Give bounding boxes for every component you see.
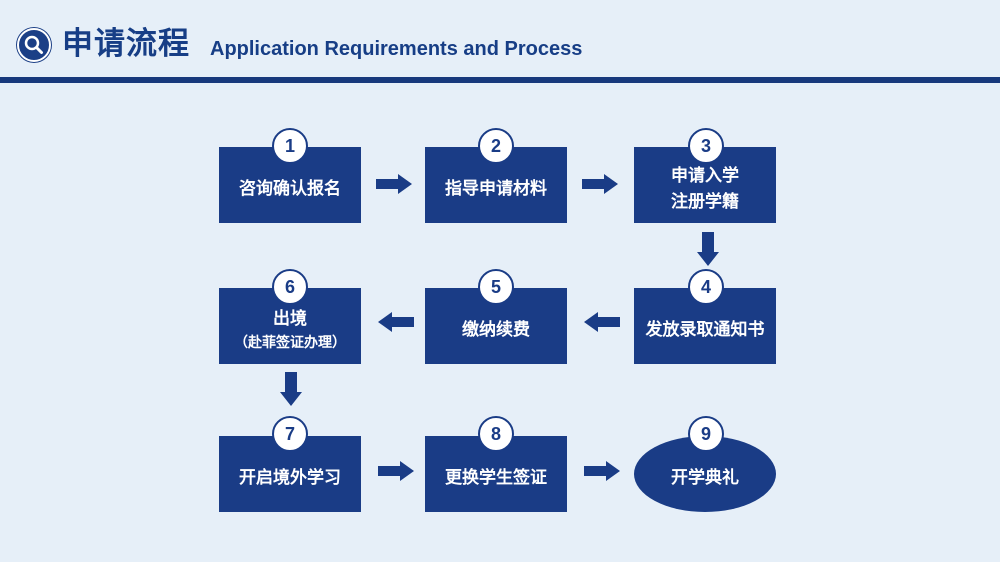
step-8-number: 8	[478, 416, 514, 452]
step-3-label-line2: 注册学籍	[671, 192, 739, 212]
page-subtitle: Application Requirements and Process	[210, 38, 583, 60]
arrow-right-icon	[376, 174, 412, 194]
step-3-number: 3	[688, 128, 724, 164]
arrow-right-icon	[584, 461, 620, 481]
step-6-label-line2: （赴菲签证办理）	[234, 335, 346, 351]
step-1-label: 咨询确认报名	[239, 179, 341, 199]
step-9-oval: 开学典礼	[634, 436, 776, 512]
arrow-left-icon	[584, 312, 620, 332]
page-title: 申请流程	[62, 26, 190, 62]
step-2-label: 指导申请材料	[445, 179, 547, 199]
arrow-right-icon	[378, 461, 414, 481]
arrow-left-icon	[378, 312, 414, 332]
step-3-label-line1: 申请入学	[671, 166, 739, 186]
header: 申请流程 Application Requirements and Proces…	[0, 0, 1000, 77]
step-6-label-line1: 出境	[273, 309, 307, 329]
step-9-number: 9	[688, 416, 724, 452]
arrow-down-icon	[697, 232, 719, 266]
step-5-number: 5	[478, 269, 514, 305]
step-4-label: 发放录取通知书	[645, 320, 765, 340]
arrow-down-icon	[280, 372, 302, 406]
step-2-number: 2	[478, 128, 514, 164]
header-divider	[0, 77, 1000, 83]
step-5-label: 缴纳续费	[462, 320, 530, 340]
arrow-right-icon	[582, 174, 618, 194]
step-6-label: 出境 （赴菲签证办理）	[219, 288, 361, 364]
step-7-number: 7	[272, 416, 308, 452]
step-7-label: 开启境外学习	[239, 468, 341, 488]
step-8-label: 更换学生签证	[445, 468, 547, 488]
search-icon	[17, 28, 51, 62]
step-1-number: 1	[272, 128, 308, 164]
step-9-label: 开学典礼	[671, 468, 739, 488]
step-3-label: 申请入学 注册学籍	[634, 147, 776, 223]
step-6-number: 6	[272, 269, 308, 305]
step-4-number: 4	[688, 269, 724, 305]
